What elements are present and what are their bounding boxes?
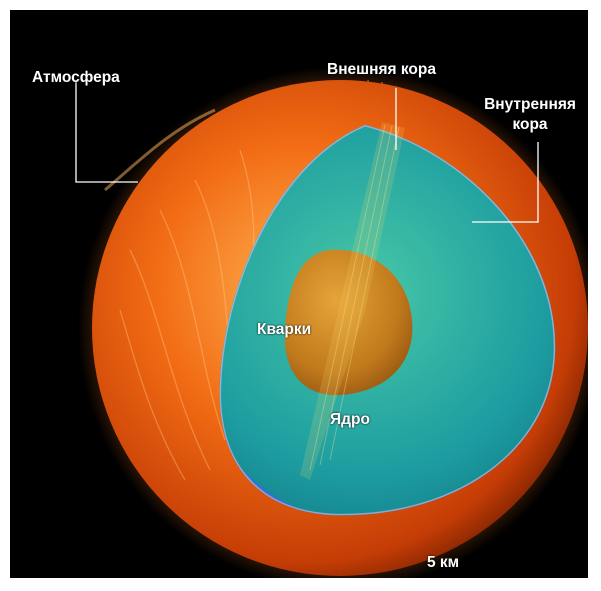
label-core: Ядро [330, 411, 370, 428]
label-scale: 5 км [427, 554, 460, 571]
neutron-star-figure: Атмосфера Внешняя кора Внутренняя кора К… [10, 10, 588, 578]
label-inner-crust: Внутренняя кора [475, 95, 585, 135]
neutron-star-illustration [75, 66, 588, 578]
leader-lines [75, 82, 539, 223]
label-inner-crust-line1: Внутренняя [484, 96, 576, 113]
quark-core [284, 249, 413, 396]
magnetic-axis-beam [300, 122, 405, 480]
label-atmosphere: Атмосфера [32, 69, 120, 86]
label-outer-crust: Внешняя кора [327, 61, 436, 78]
label-inner-crust-line2: кора [512, 116, 548, 133]
label-quarks: Кварки [257, 321, 312, 338]
